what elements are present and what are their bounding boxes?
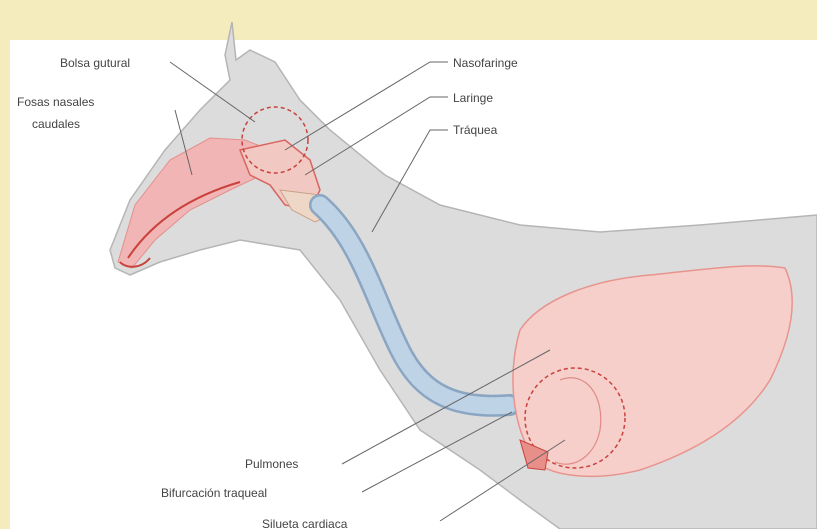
label-bifurcacion-traqueal: Bifurcación traqueal bbox=[161, 486, 267, 500]
label-bolsa-gutural: Bolsa gutural bbox=[60, 56, 130, 70]
label-fosas-nasales-line2: caudales bbox=[32, 117, 80, 131]
label-traquea: Tráquea bbox=[453, 123, 498, 137]
label-nasofaringe: Nasofaringe bbox=[453, 56, 518, 70]
label-laringe: Laringe bbox=[453, 91, 493, 105]
label-fosas-nasales-line1: Fosas nasales bbox=[17, 95, 94, 109]
label-silueta-cardiaca: Silueta cardiaca bbox=[262, 517, 348, 529]
label-pulmones: Pulmones bbox=[245, 457, 298, 471]
